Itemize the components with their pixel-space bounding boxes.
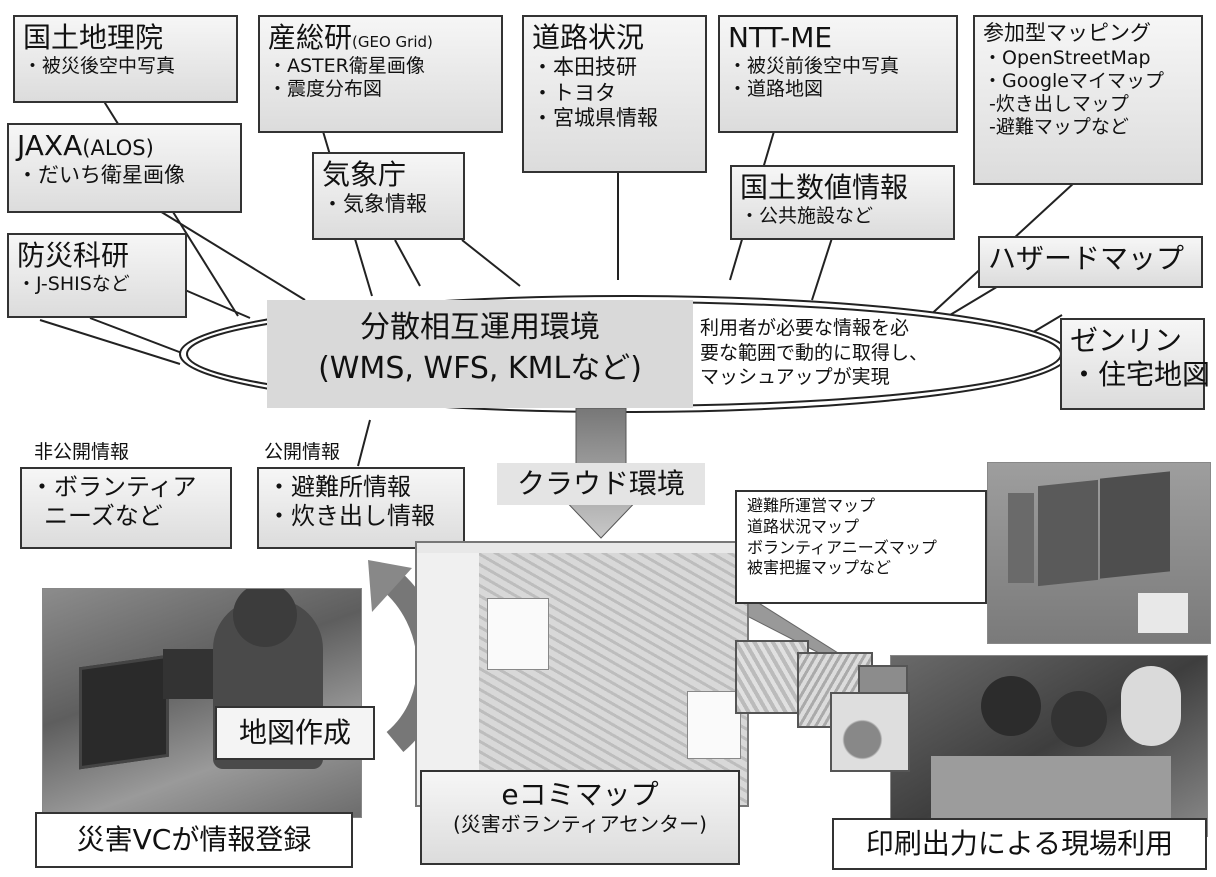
person-head <box>233 589 297 647</box>
source-ntt-title: NTT-ME <box>728 21 833 54</box>
print-label: 印刷出力による現場利用 <box>832 818 1207 870</box>
source-jaxa: JAXA(ALOS) ・だいち衛星画像 <box>7 123 242 213</box>
center-note-line-2: 要な範囲で動的に取得し、 <box>700 341 929 364</box>
source-participatory-item-2: ・Googleマイマップ <box>983 69 1165 92</box>
source-aist-title: 産総研 <box>268 21 353 54</box>
private-info-label: 非公開情報 <box>34 441 130 463</box>
center-note: 利用者が必要な情報を必 要な範囲で動的に取得し、 マッシュアップが実現 <box>700 316 928 390</box>
source-gsi-item: ・被災後空中写真 <box>23 55 176 78</box>
source-participatory: 参加型マッピング ・OpenStreetMap ・Googleマイマップ -炊き… <box>973 15 1203 185</box>
source-ksj-item: ・公共施設など <box>740 205 874 228</box>
center-label: 分散相互運用環境 (WMS, WFS, KMLなど) <box>267 300 693 408</box>
map-list: 避難所運営マップ 道路状況マップ ボランティアニーズマップ 被害把握マップなど <box>735 490 987 604</box>
map-list-item-4: 被害把握マップなど <box>747 558 892 578</box>
source-jaxa-suffix: (ALOS) <box>82 136 154 160</box>
source-hazard-title: ハザードマップ <box>988 242 1185 275</box>
public-info-label: 公開情報 <box>264 441 341 463</box>
ecomimap-subtitle: (災害ボランティアセンター) <box>452 812 707 837</box>
source-gsi-title: 国土地理院 <box>23 21 164 54</box>
ecomimap-title: eコミマップ <box>501 778 659 811</box>
photo-wall-maps <box>987 462 1211 644</box>
ecomimap-screenshot <box>415 541 749 807</box>
source-aist-suffix: (GEO Grid) <box>352 33 433 51</box>
source-gsi: 国土地理院 ・被災後空中写真 <box>13 15 238 103</box>
source-ksj: 国土数値情報 ・公共施設など <box>730 165 955 240</box>
ecomimap-label: eコミマップ (災害ボランティアセンター) <box>420 770 740 865</box>
public-info-item-2: ・炊き出し情報 <box>267 502 435 531</box>
screenshot-popup-2 <box>687 691 741 759</box>
map-list-item-1: 避難所運営マップ <box>747 496 876 515</box>
wall-map-2 <box>1100 471 1170 579</box>
source-road-item-2: ・トヨタ <box>532 80 616 105</box>
map-list-item-2: 道路状況マップ <box>747 516 860 536</box>
cloud-label: クラウド環境 <box>497 463 705 505</box>
center-note-line-1: 利用者が必要な情報を必 <box>700 317 910 339</box>
source-zenrin: ゼンリン ・住宅地図 <box>1060 318 1211 410</box>
source-aist: 産総研(GEO Grid) ・ASTER衛星画像 ・震度分布図 <box>258 15 503 133</box>
source-jma: 気象庁 ・気象情報 <box>312 152 465 240</box>
source-nied: 防災科研 ・J-SHISなど <box>7 233 187 318</box>
mapping-label-text: 地図作成 <box>238 716 351 749</box>
wall-map-1 <box>1038 479 1098 587</box>
source-road-item-1: ・本田技研 <box>532 55 637 80</box>
screenshot-map <box>479 553 747 805</box>
source-zenrin-title: ゼンリン <box>1070 324 1183 357</box>
source-zenrin-item: ・住宅地図 <box>1070 358 1211 392</box>
source-participatory-item-1: ・OpenStreetMap <box>983 46 1151 69</box>
source-jaxa-title: JAXA <box>17 129 83 162</box>
map-list-item-3: ボランティアニーズマップ <box>747 537 937 557</box>
source-ntt-item-2: ・道路地図 <box>728 78 824 101</box>
source-jaxa-item: ・だいち衛星画像 <box>17 163 185 188</box>
box-item <box>1138 593 1188 633</box>
person-1 <box>981 676 1041 736</box>
screenshot-popup-1 <box>487 598 549 670</box>
source-participatory-item-4: -避難マップなど <box>983 116 1129 139</box>
center-note-line-3: マッシュアップが実現 <box>700 366 890 389</box>
mapping-label: 地図作成 <box>215 706 375 760</box>
public-info-box: ・避難所情報 ・炊き出し情報 <box>257 467 465 549</box>
print-thumb-4 <box>830 692 910 772</box>
source-ntt: NTT-ME ・被災前後空中写真 ・道路地図 <box>718 15 958 133</box>
private-info-box: ・ボランティア ニーズなど <box>20 467 232 549</box>
person-2 <box>1051 691 1107 747</box>
photo-volunteer-center <box>42 588 362 818</box>
laptop-screen <box>79 654 169 770</box>
source-jma-title: 気象庁 <box>322 158 407 191</box>
source-road-item-3: ・宮城県情報 <box>532 106 658 131</box>
source-ksj-title: 国土数値情報 <box>740 171 909 204</box>
center-line-2: (WMS, WFS, KMLなど) <box>318 350 642 386</box>
source-participatory-item-3: -炊き出しマップ <box>983 92 1129 115</box>
public-info-item-1: ・避難所情報 <box>267 473 411 501</box>
source-nied-item: ・J-SHISなど <box>17 273 130 296</box>
vc-label-text: 災害VCが情報登録 <box>76 823 312 856</box>
center-line-1: 分散相互運用環境 <box>360 310 600 345</box>
vc-label: 災害VCが情報登録 <box>35 812 353 868</box>
source-road-title: 道路状況 <box>532 21 645 54</box>
photo-workshop <box>890 655 1208 837</box>
print-label-text: 印刷出力による現場利用 <box>865 827 1174 860</box>
private-info-item-2: ニーズなど <box>44 502 163 531</box>
source-ntt-item-1: ・被災前後空中写真 <box>728 55 900 78</box>
person-3 <box>1121 666 1181 746</box>
screenshot-sidebar <box>417 553 480 805</box>
source-road: 道路状況 ・本田技研 ・トヨタ ・宮城県情報 <box>522 15 707 173</box>
floor-map <box>931 756 1171 826</box>
source-hazard: ハザードマップ <box>978 236 1203 288</box>
source-participatory-title: 参加型マッピング <box>983 21 1151 45</box>
private-info-item-1: ・ボランティア <box>30 473 197 501</box>
source-jma-item: ・気象情報 <box>322 192 427 217</box>
wall-map-3 <box>1008 493 1034 583</box>
source-aist-item-2: ・震度分布図 <box>268 78 383 101</box>
source-nied-title: 防災科研 <box>17 239 130 272</box>
source-aist-item-1: ・ASTER衛星画像 <box>268 55 425 78</box>
